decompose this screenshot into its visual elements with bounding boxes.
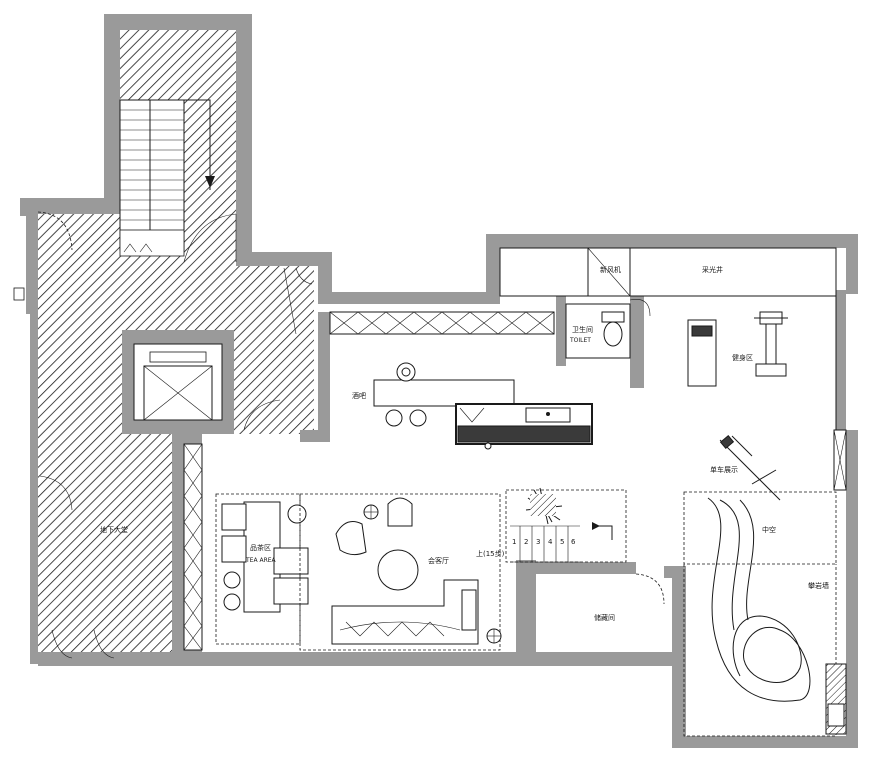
step-1: 1 (512, 538, 516, 546)
step-3: 3 (536, 538, 540, 546)
climbing-wall-label: 攀岩墙 (808, 581, 829, 590)
step-5: 5 (560, 538, 564, 546)
bike-label: 单车展示 (710, 465, 738, 474)
gym-area: 健身区 (687, 311, 788, 387)
void-label: 中空 (762, 525, 776, 534)
storage-label: 储藏间 (594, 613, 615, 622)
elevator (133, 343, 223, 421)
step-2: 2 (524, 538, 528, 546)
stair-up-label: 上(15步) (476, 549, 505, 558)
step-6: 6 (571, 538, 576, 546)
bar-label: 酒吧 (352, 392, 366, 400)
stair-steps (510, 525, 580, 563)
plant-decor (525, 487, 563, 525)
tea-area-label: 品茶区 (250, 543, 271, 552)
tea-area-label-en: TEA AREA (245, 557, 277, 564)
bike-display: 单车展示 (710, 435, 781, 501)
step-4: 4 (548, 538, 553, 546)
skylight-well: 新风机 采光井 (499, 247, 837, 297)
gym-label: 健身区 (732, 353, 753, 362)
skylight-label: 采光井 (702, 265, 723, 274)
walls (20, 14, 858, 748)
interior-stair: 1 2 3 4 5 6 上(15步) (476, 487, 627, 563)
misc-doors (243, 267, 837, 431)
wall-cabinet-left (183, 443, 203, 651)
stair-treads (120, 109, 184, 221)
storage-room: 储藏间 (594, 573, 665, 622)
shaft-label: 新风机 (600, 265, 621, 274)
toilet-room: 卫生间 TOILET (565, 299, 651, 359)
toilet-label: 卫生间 (572, 325, 593, 334)
tea-area: 品茶区 TEA AREA (215, 493, 309, 645)
living-room: 会客厅 (299, 493, 502, 651)
bar-area: 酒吧 (352, 362, 593, 450)
lobby-doors (13, 211, 115, 659)
hatched-core (38, 30, 314, 660)
toilet-label-en: TOILET (569, 337, 591, 344)
lobby-label: 地下大堂 (100, 525, 128, 534)
wall-cabinet-right (833, 429, 847, 491)
living-label: 会客厅 (428, 556, 449, 565)
wall-cabinet-top (329, 311, 555, 335)
void-area: 中空 攀岩墙 (683, 491, 847, 737)
stairwell (119, 99, 237, 263)
